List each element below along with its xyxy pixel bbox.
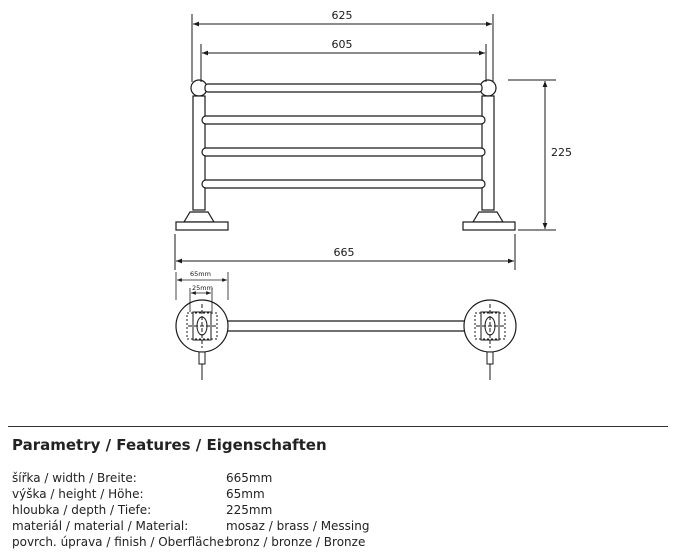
dim-top-outer-label: 625: [332, 9, 353, 22]
bar-1: [201, 115, 486, 125]
spec-value: 65mm: [226, 487, 265, 501]
spec-row-height: výška / height / Höhe: 65mm: [12, 486, 572, 502]
specs-table: šířka / width / Breite: 665mm výška / he…: [12, 470, 572, 550]
bar-2: [201, 147, 486, 157]
spec-row-finish: povrch. úprava / finish / Oberfläche: br…: [12, 534, 572, 550]
spec-label: povrch. úprava / finish / Oberfläche:: [12, 535, 229, 549]
spec-row-width: šířka / width / Breite: 665mm: [12, 470, 572, 486]
top-view: [175, 299, 517, 380]
dim-height-label: 225: [551, 146, 572, 159]
spec-value: 225mm: [226, 503, 273, 517]
spec-value: bronz / bronze / Bronze: [226, 535, 366, 549]
spec-row-depth: hloubka / depth / Tiefe: 225mm: [12, 502, 572, 518]
dim-top-inner-label: 605: [332, 38, 353, 51]
front-view: [175, 79, 516, 231]
dim-base-inner-label: 25mm: [192, 284, 213, 292]
dim-base-outer-label: 65mm: [190, 270, 211, 278]
spec-row-material: materiál / material / Material: mosaz / …: [12, 518, 572, 534]
dim-top-inner: [200, 44, 487, 82]
spec-value: 665mm: [226, 471, 273, 485]
spec-label: materiál / material / Material:: [12, 519, 189, 533]
dim-overall-label: 665: [334, 246, 355, 259]
dim-height: [508, 79, 556, 231]
spec-label: šířka / width / Breite:: [12, 471, 137, 485]
section-divider: [8, 426, 668, 427]
spec-value: mosaz / brass / Messing: [226, 519, 370, 533]
dim-top-outer: [191, 14, 494, 82]
dim-base-inner: [189, 288, 213, 312]
bar-3: [201, 179, 486, 189]
spec-label: výška / height / Höhe:: [12, 487, 144, 501]
dim-base-outer: [175, 272, 229, 300]
top-rail: [204, 83, 483, 93]
specs-title: Parametry / Features / Eigenschaften: [12, 436, 327, 454]
right-base-top: [463, 299, 517, 380]
dim-overall: [174, 234, 516, 270]
left-base-top: [175, 299, 229, 380]
right-post: [462, 79, 516, 231]
spec-label: hloubka / depth / Tiefe:: [12, 503, 152, 517]
technical-drawing: 625 605 225 665: [174, 9, 572, 380]
